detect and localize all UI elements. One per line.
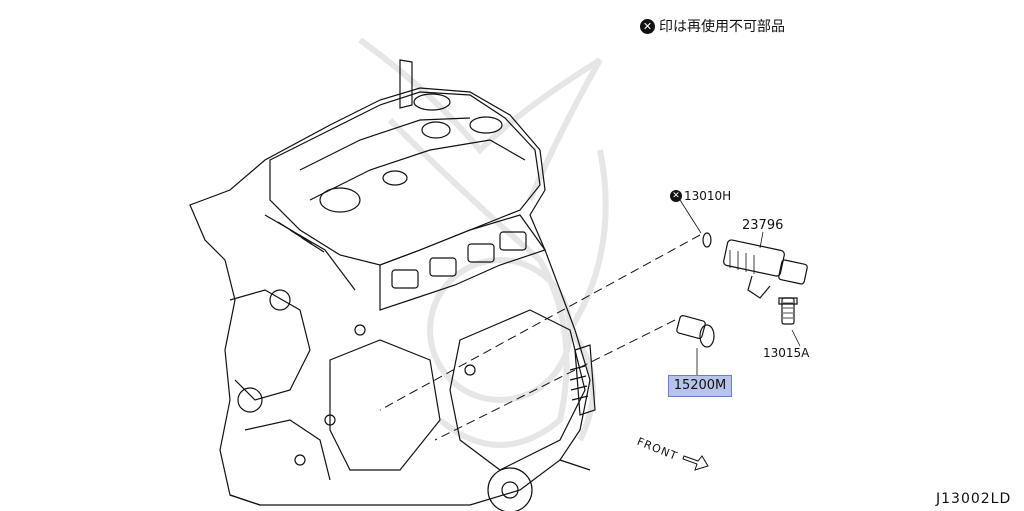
part-number: 13010H (684, 189, 732, 203)
engine-block (189, 59, 596, 511)
solenoid-valve-part (723, 231, 808, 299)
part-label-15200m-highlighted[interactable]: 15200M (668, 375, 732, 397)
o-ring-part (679, 199, 712, 248)
watermark-emblem (358, 37, 609, 448)
part-label-13015a: 13015A (763, 346, 810, 360)
part-label-13010h: ✕ 13010H (670, 189, 731, 203)
diagram-code: J13002LD (936, 491, 1012, 507)
legend-text: 印は再使用不可部品 (659, 18, 785, 35)
x-circle-icon: ✕ (670, 190, 682, 202)
bolt-part (778, 297, 801, 347)
leader-lines (379, 234, 701, 441)
x-circle-icon: ✕ (640, 19, 655, 34)
front-arrow (682, 455, 709, 471)
part-label-23796: 23796 (742, 218, 784, 233)
legend: ✕ 印は再使用不可部品 (640, 19, 785, 34)
plug-part (676, 315, 715, 375)
